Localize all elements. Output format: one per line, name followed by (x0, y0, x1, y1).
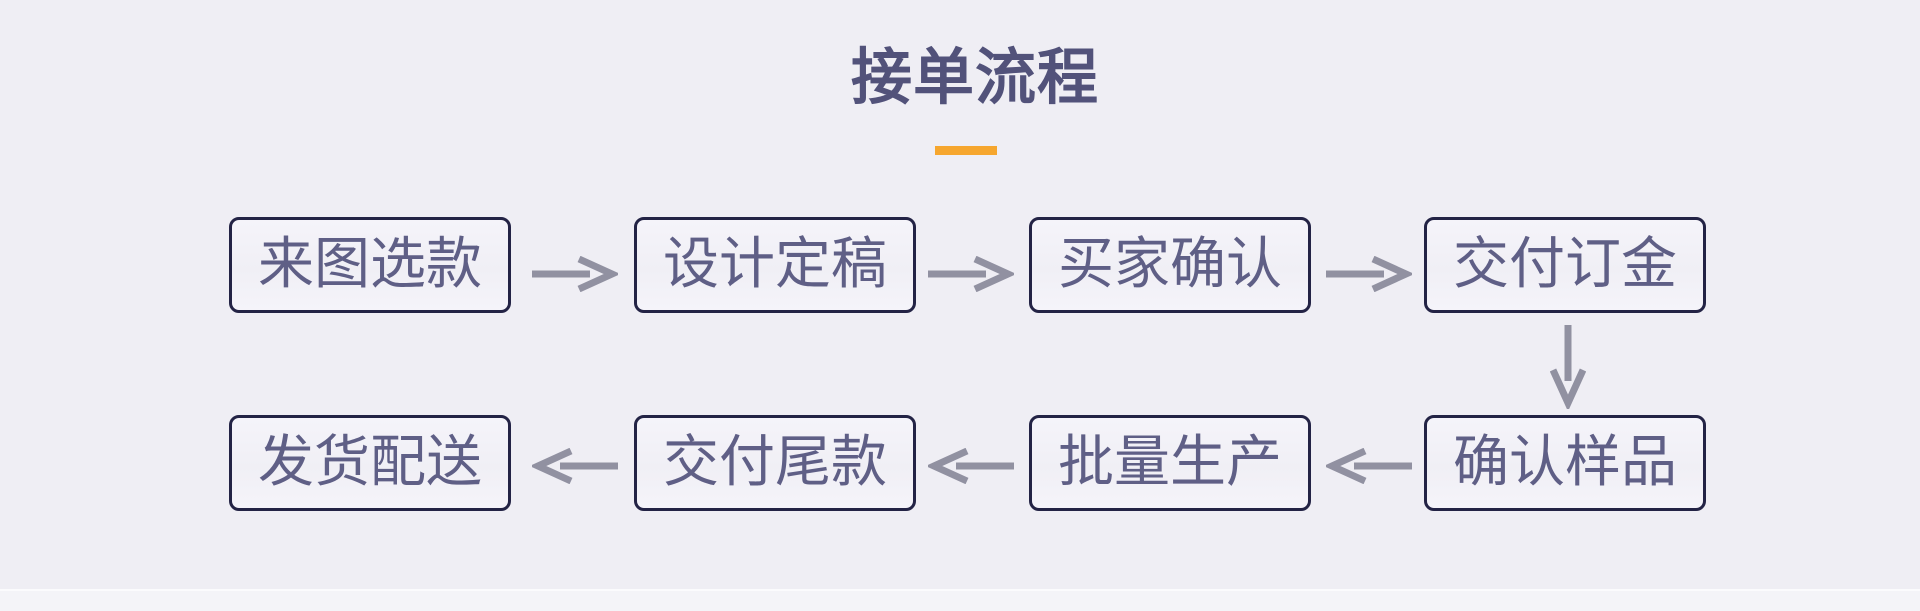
flow-step-label: 设计定稿 (663, 232, 887, 297)
arrow-right-icon-3 (1326, 256, 1412, 292)
arrow-left-icon-3 (532, 448, 618, 484)
flow-step-box-3: 买家确认 (1029, 217, 1311, 313)
title-accent-bar (935, 146, 997, 155)
flow-step-label: 批量生产 (1058, 430, 1282, 495)
flow-step-label: 发货配送 (258, 430, 482, 495)
flow-step-label: 来图选款 (258, 232, 482, 297)
flow-step-label: 交付尾款 (663, 430, 887, 495)
footer-band (0, 589, 1920, 611)
flow-step-box-2: 设计定稿 (634, 217, 916, 313)
flow-step-box-1: 来图选款 (229, 217, 511, 313)
flow-step-box-5: 确认样品 (1424, 415, 1706, 511)
arrow-right-icon-1 (532, 256, 618, 292)
flow-step-label: 确认样品 (1453, 430, 1677, 495)
flow-step-box-6: 批量生产 (1029, 415, 1311, 511)
flow-step-label: 买家确认 (1058, 232, 1282, 297)
flow-step-label: 交付订金 (1453, 232, 1677, 297)
page-title: 接单流程 (850, 42, 1100, 113)
arrow-left-icon-2 (928, 448, 1014, 484)
arrow-right-icon-2 (928, 256, 1014, 292)
flow-step-box-4: 交付订金 (1424, 217, 1706, 313)
arrow-down-icon (1550, 325, 1586, 409)
flow-step-box-8: 发货配送 (229, 415, 511, 511)
arrow-left-icon-1 (1326, 448, 1412, 484)
flow-step-box-7: 交付尾款 (634, 415, 916, 511)
